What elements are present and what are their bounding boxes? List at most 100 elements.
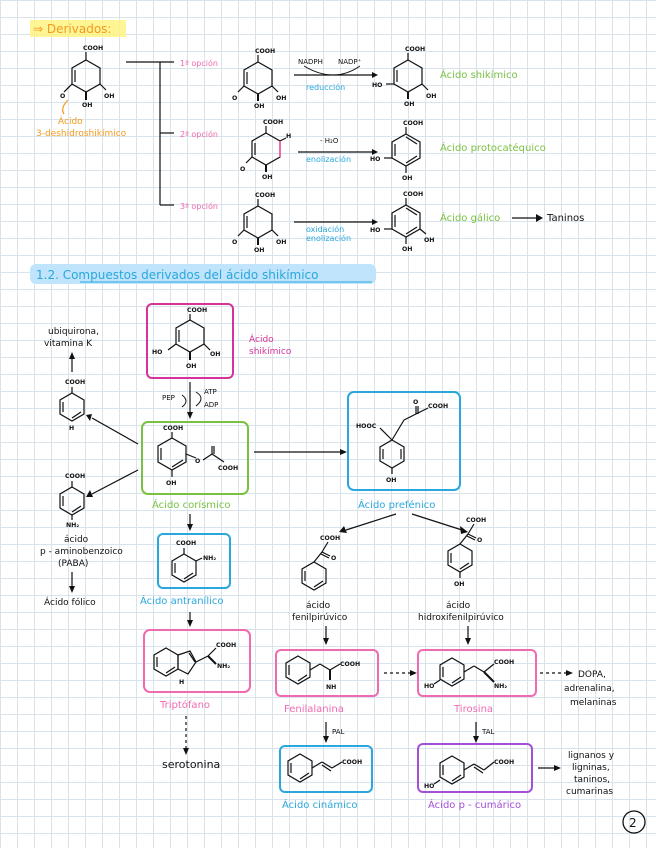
option-3-label: 3ª opción [180,201,218,211]
fenilpiruvico-structure: COOH O [301,535,340,591]
svg-text:OH: OH [210,351,220,358]
svg-text:OH: OH [186,363,196,370]
svg-text:OH: OH [454,581,464,588]
cinamico-label: Ácido cinámico [282,798,357,811]
svg-text:O: O [232,239,237,246]
svg-text:COOH: COOH [83,45,103,52]
opt2-start-structure: COOH O OH H [240,119,291,181]
header-highlight [30,20,126,37]
enolizacion-label: enolización [306,154,351,164]
svg-text:COOH: COOH [163,425,183,432]
pal-label: PAL [332,728,345,736]
svg-text:O: O [477,537,482,544]
hidroxifenil-1: ácido [446,601,471,611]
paba-line2: p - aminobenzoico [40,547,123,557]
tirosina-label: Tirosina [453,704,493,715]
fenilalanina-label: Fenilalanina [284,704,344,715]
name-pointer-arrow [62,99,69,115]
cumarico-box [417,743,533,793]
corismico-box [141,421,249,495]
section-highlight [30,264,376,284]
svg-text:O: O [413,399,418,406]
svg-text:H: H [69,425,74,432]
svg-text:OH: OH [276,95,286,102]
start-name-line1: Ácido [58,115,83,127]
svg-text:OH: OH [276,239,286,246]
svg-text:HO: HO [152,349,162,356]
hydroxybenzoic-structure: COOH H [59,379,85,432]
shikimic-name-2: shikímico [249,347,292,357]
svg-text:COOH: COOH [263,119,283,126]
opt1-start-structure: COOH O OH OH [232,48,286,110]
lignanos-3: taninos, [574,775,610,785]
cinamico-structure: COOH [287,753,362,783]
svg-text:OH: OH [166,480,176,487]
svg-text:OH: OH [254,103,264,110]
opt3-start-structure: COOH O OH OH [232,192,286,254]
shikimic-structure: COOH HO OH OH [152,307,220,370]
atp-label: ATP [204,388,217,396]
paba-line3: (PABA) [58,559,88,569]
svg-text:O: O [195,458,200,465]
serotonina-label: serotonina [162,758,220,771]
svg-text:COOH: COOH [320,535,340,542]
svg-text:OH: OH [254,247,264,254]
svg-text:OH: OH [104,93,114,100]
option-1-label: 1ª opción [180,58,218,68]
protocatechuic-structure: COOH HO OH [370,120,423,182]
triptofano-box [143,629,251,693]
product-protocatechuic: Ácido protocatéquico [440,141,546,154]
triptofano-label: Triptófano [159,699,210,711]
svg-text:OH: OH [402,246,412,253]
svg-text:OH: OH [82,102,92,109]
svg-text:COOH: COOH [218,465,238,472]
svg-text:COOH: COOH [340,661,360,668]
corismico-structure: COOH O COOH OH [157,425,238,487]
svg-text:NH: NH [326,684,336,691]
svg-text:OH: OH [424,237,434,244]
ubiquinona-2: vitamina K [44,339,93,349]
svg-text:COOH: COOH [494,659,514,666]
svg-text:COOH: COOH [187,307,207,314]
svg-text:COOH: COOH [403,120,423,127]
svg-text:OH: OH [262,174,272,181]
antranilico-label: Ácido antranílico [140,594,224,607]
nadph-label: NADPH [298,58,323,66]
fenilalanina-box [275,649,379,697]
start-name-line2: 3-deshidroshikímico [36,129,127,139]
svg-text:COOH: COOH [255,192,275,199]
fenilalanina-structure: COOH NH [285,655,360,691]
pep-label: PEP [162,394,175,402]
svg-text:COOH: COOH [466,517,486,524]
dehydroshikimic-structure: COOH O OH OH [60,45,114,109]
svg-text:COOH: COOH [403,191,423,198]
shikimic-box [146,303,234,379]
antranilico-box [157,533,231,589]
svg-text:HO: HO [370,156,380,163]
oxidacion-label: oxidación [306,224,344,234]
svg-text:OH: OH [386,477,396,484]
h2o-label: - H₂O [320,137,339,145]
page-number-circle [622,810,646,834]
ubiquinona-1: ubiquirona, [48,327,99,337]
option-2-label: 2ª opción [180,129,218,139]
svg-text:HO: HO [370,227,380,234]
svg-text:O: O [331,555,336,562]
reduccion-label: reducción [306,82,345,92]
product-gallic: Ácido gálico [440,211,500,224]
svg-text:COOH: COOH [494,759,514,766]
svg-text:COOH: COOH [176,540,196,547]
svg-text:COOH: COOH [216,642,236,649]
tirosina-box [417,649,537,697]
enolizacion2-label: enolización [306,233,351,243]
svg-text:COOH: COOH [65,379,85,386]
svg-text:OH: OH [426,93,436,100]
tal-label: TAL [481,728,495,736]
prefenico-structure: HOOC O COOH OH [356,399,448,484]
hidroxifenil-2: hidroxifenilpirúvico [418,613,504,623]
fenilpiruvico-1: ácido [306,601,331,611]
svg-text:H: H [286,133,291,140]
svg-text:NH₂: NH₂ [203,555,216,562]
lignanos-4: cumarinas [566,787,613,797]
taninos-label: Taninos [546,213,584,224]
